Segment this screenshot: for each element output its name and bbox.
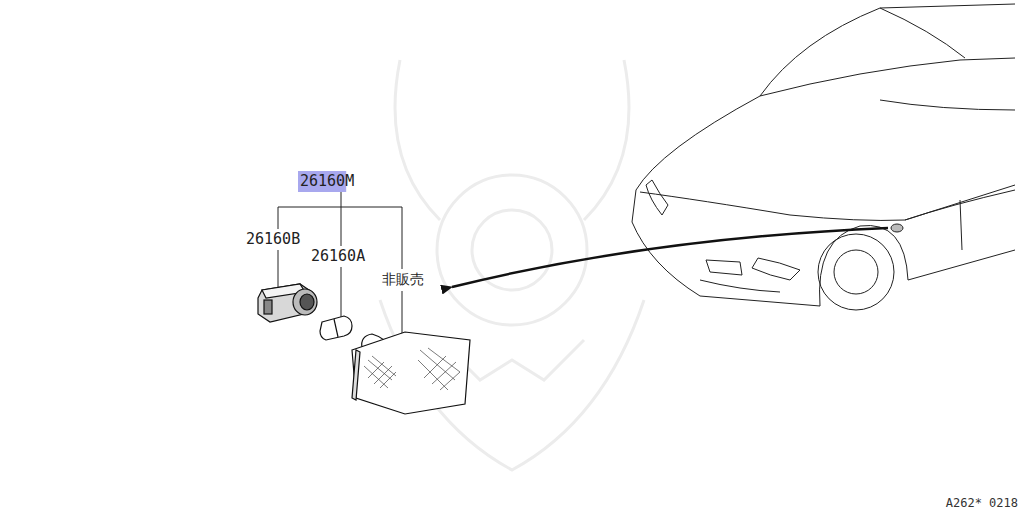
bulb — [320, 316, 352, 340]
figure-code: A262* 0218 — [946, 497, 1018, 509]
part-number: 26160M — [300, 174, 354, 189]
side-marker-lamp — [352, 332, 470, 414]
car-outline — [632, 4, 1015, 310]
part-number: 26160A — [311, 249, 365, 264]
socket — [258, 284, 317, 322]
pointer-arrow — [452, 228, 888, 287]
part-number: 26160B — [246, 232, 300, 247]
part-number: 非販売 — [382, 272, 424, 286]
